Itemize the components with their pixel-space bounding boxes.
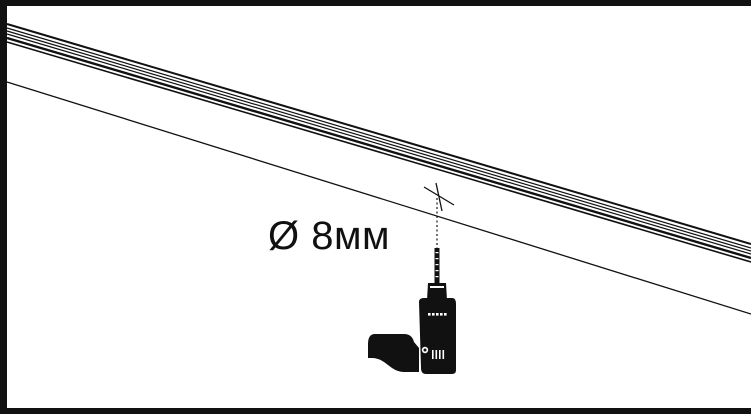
surface-line: [6, 81, 751, 315]
drill-diameter-label: Ø 8мм: [268, 214, 390, 258]
rail-profile: [6, 23, 751, 263]
crosshair-marker: [423, 182, 455, 212]
drill-icon: [368, 248, 456, 374]
